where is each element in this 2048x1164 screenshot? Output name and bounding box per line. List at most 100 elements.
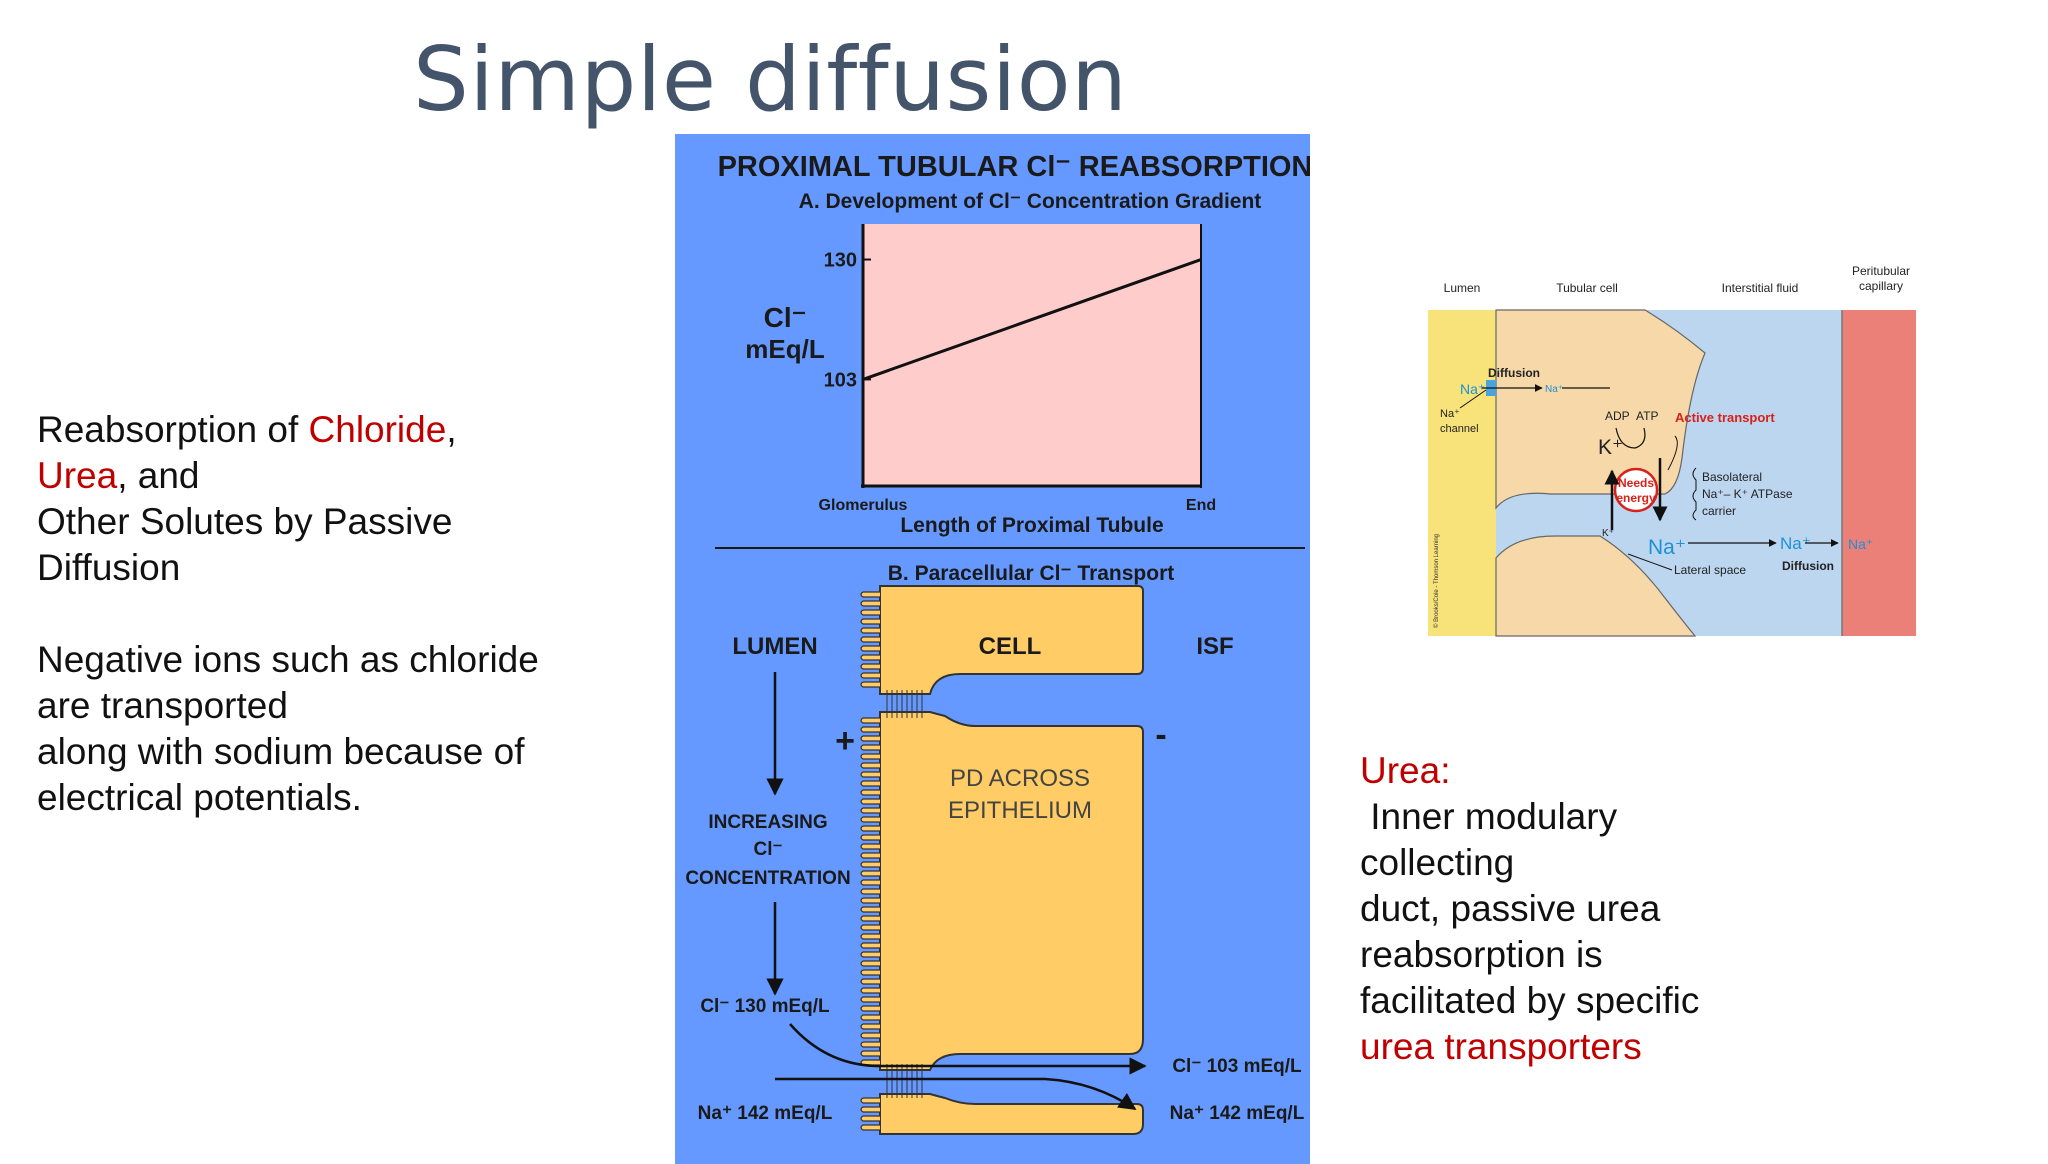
microvillus (860, 951, 880, 958)
series-line (862, 258, 1202, 381)
microvillus (860, 645, 880, 652)
proximal-tubule-figure: PROXIMAL TUBULAR Cl⁻ REABSORPTION A. Dev… (675, 134, 1310, 1164)
y-tick-label: 130 (824, 250, 857, 272)
section-a-title: A. Development of Cl⁻ Concentration Grad… (799, 190, 1262, 213)
k-small-label: K⁺ (1602, 528, 1614, 539)
sodium-transport-figure: Lumen Tubular cell Interstitial fluid Pe… (1428, 264, 1916, 637)
na-channel-label-1: Na⁺ (1440, 408, 1460, 420)
increasing-label-1: INCREASING (708, 812, 827, 833)
na-lumen-label: Na⁺ (1460, 381, 1485, 397)
basolateral-label-1: Basolateral (1702, 470, 1762, 484)
text-span: , (446, 409, 457, 450)
text-span: Other Solutes by Passive (37, 501, 453, 542)
microvillus (860, 816, 880, 823)
microvilli (860, 591, 923, 1131)
tubular-cell-lower (1495, 535, 1697, 637)
cl-isf-label: Cl⁻ 103 mEq/L (1172, 1056, 1302, 1077)
microvillus (860, 870, 880, 877)
atp-label: ATP (1636, 409, 1658, 423)
pd-label-1: PD ACROSS (950, 765, 1090, 792)
highlight-urea: Urea (37, 455, 118, 496)
microvillus (860, 663, 880, 670)
na-cell-label: Na⁺ (1545, 384, 1563, 395)
lateral-space-label: Lateral space (1674, 563, 1746, 577)
text-span: Inner modulary (1360, 796, 1618, 837)
cl-lumen-label: Cl⁻ 130 mEq/L (700, 996, 830, 1017)
microvillus (860, 915, 880, 922)
x-axis-label: Length of Proximal Tubule (900, 514, 1163, 537)
microvillus (860, 735, 880, 742)
microvillus (860, 861, 880, 868)
text-span: duct, passive urea (1360, 888, 1661, 929)
microvillus (860, 906, 880, 913)
microvillus (860, 1032, 880, 1039)
microvillus (860, 1124, 880, 1131)
microvillus (860, 852, 880, 859)
highlight-chloride: Chloride (308, 409, 447, 450)
microvillus (860, 780, 880, 787)
na-isf-label: Na⁺ 142 mEq/L (1170, 1103, 1305, 1124)
col-interstitial: Interstitial fluid (1722, 281, 1799, 295)
text-span: are transported (37, 685, 288, 726)
k-label: K⁺ (1598, 436, 1623, 459)
left-paragraph-2: Negative ions such as chloride are trans… (37, 637, 597, 821)
minus-sign: - (1155, 716, 1166, 754)
microvillus (860, 762, 880, 769)
lateral-pointer (1627, 553, 1673, 571)
microvillus (860, 618, 880, 625)
microvillus (860, 654, 880, 661)
microvillus (860, 1014, 880, 1021)
microvillus (860, 807, 880, 814)
capillary-region (1842, 310, 1916, 636)
microvillus (860, 726, 880, 733)
section-b-title: B. Paracellular Cl⁻ Transport (888, 562, 1175, 585)
plot-area (863, 224, 1201, 486)
active-pointer (1667, 435, 1678, 471)
lumen-region (1428, 310, 1496, 636)
microvillus (860, 978, 880, 985)
microvillus (860, 1106, 880, 1113)
left-text-block: Reabsorption of Chloride, Urea, and Othe… (37, 407, 597, 821)
microvillus (860, 753, 880, 760)
plus-sign: + (835, 722, 855, 760)
isf-label: ISF (1196, 633, 1233, 660)
cell-middle (879, 711, 1144, 1071)
basolateral-label-2: Na⁺– K⁺ ATPase (1702, 487, 1793, 501)
na-channel-label-2: channel (1440, 423, 1479, 435)
microvillus (860, 1115, 880, 1122)
highlight-urea-transporters: urea transporters (1360, 1026, 1642, 1067)
microvillus (860, 843, 880, 850)
col-capillary-2: capillary (1859, 279, 1903, 293)
text-span: facilitated by specific (1360, 980, 1700, 1021)
urea-heading: Urea: (1360, 750, 1451, 791)
right-text-block: Urea: Inner modulary collecting duct, pa… (1360, 748, 1780, 1070)
microvillus (860, 834, 880, 841)
channel-pointer (1459, 389, 1487, 409)
x-tick-end: End (1186, 497, 1216, 514)
text-span: collecting (1360, 842, 1515, 883)
na-capillary-label: Na⁺ (1848, 536, 1873, 552)
diffusion-top-label: Diffusion (1488, 366, 1540, 380)
diffusion-bottom-label: Diffusion (1782, 559, 1834, 573)
microvillus (860, 798, 880, 805)
microvillus (860, 744, 880, 751)
microvillus (860, 987, 880, 994)
text-span: electrical potentials. (37, 777, 362, 818)
microvillus (860, 1041, 880, 1048)
microvillus (860, 996, 880, 1003)
atpase-pump-icon (1613, 467, 1659, 513)
text-span: Negative ions such as chloride (37, 639, 539, 680)
figure-title: PROXIMAL TUBULAR Cl⁻ REABSORPTION (718, 151, 1310, 183)
cl-flux-arrow (789, 1023, 1147, 1075)
text-span: reabsorption is (1360, 934, 1603, 975)
lumen-label: LUMEN (732, 633, 817, 660)
y-axis-label-2: mEq/L (745, 334, 825, 364)
microvillus (860, 591, 880, 598)
needs-energy-label-2: energy (1616, 491, 1656, 505)
text-span: , and (117, 455, 200, 496)
right-paragraph: Urea: Inner modulary collecting duct, pa… (1360, 748, 1780, 1070)
microvillus (860, 825, 880, 832)
microvillus (860, 672, 880, 679)
na-flux-arrow (775, 1077, 1137, 1111)
increasing-label-3: CONCENTRATION (685, 868, 850, 889)
